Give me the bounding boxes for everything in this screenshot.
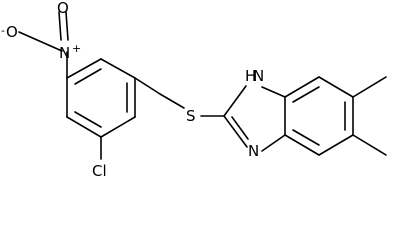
ring-bond-5 — [66, 116, 102, 138]
benzo-bond-5 — [318, 134, 354, 156]
bond-nh-c7a — [261, 86, 286, 98]
molecule-structure: O - N + O Cl S H N N — [1, 0, 387, 180]
bond-n-o-double-b — [65, 11, 69, 41]
bond-methyl-bottom — [352, 134, 387, 156]
atom-n-plus: N — [59, 44, 70, 62]
bond-o-n-single — [18, 31, 63, 52]
benzo-double-1 — [292, 86, 320, 103]
atom-s: S — [186, 107, 196, 125]
bond-c2-n-double — [231, 116, 249, 140]
atom-nh-n: N — [253, 67, 264, 85]
bond-methyl-top — [352, 76, 387, 98]
ring-bond-4 — [100, 116, 136, 138]
atom-o-double: O — [57, 0, 69, 17]
charge-o-minus: - — [1, 24, 5, 37]
ring-double-1 — [74, 68, 102, 85]
charge-n-plus: + — [72, 42, 81, 55]
bond-ring-ch2 — [134, 77, 161, 95]
benzo-bond-3 — [318, 76, 354, 98]
benzo-double-3 — [292, 129, 320, 146]
atom-cl: Cl — [92, 162, 107, 180]
benzo-bond-2 — [284, 76, 320, 98]
atom-o-minus: O — [6, 23, 18, 41]
bond-c2-n — [223, 115, 248, 148]
bond-ch2-s — [159, 93, 185, 109]
benzo-bond-6 — [284, 134, 320, 156]
atom-h: H — [245, 67, 256, 85]
atom-n: N — [248, 142, 259, 160]
bond-n-c3a — [261, 134, 286, 152]
ring-bond-2 — [100, 58, 136, 79]
ring-bond-1 — [66, 58, 102, 79]
ring-double-3 — [74, 111, 102, 128]
bond-c2-nh — [223, 85, 247, 117]
bond-n-o-double-a — [58, 11, 62, 41]
